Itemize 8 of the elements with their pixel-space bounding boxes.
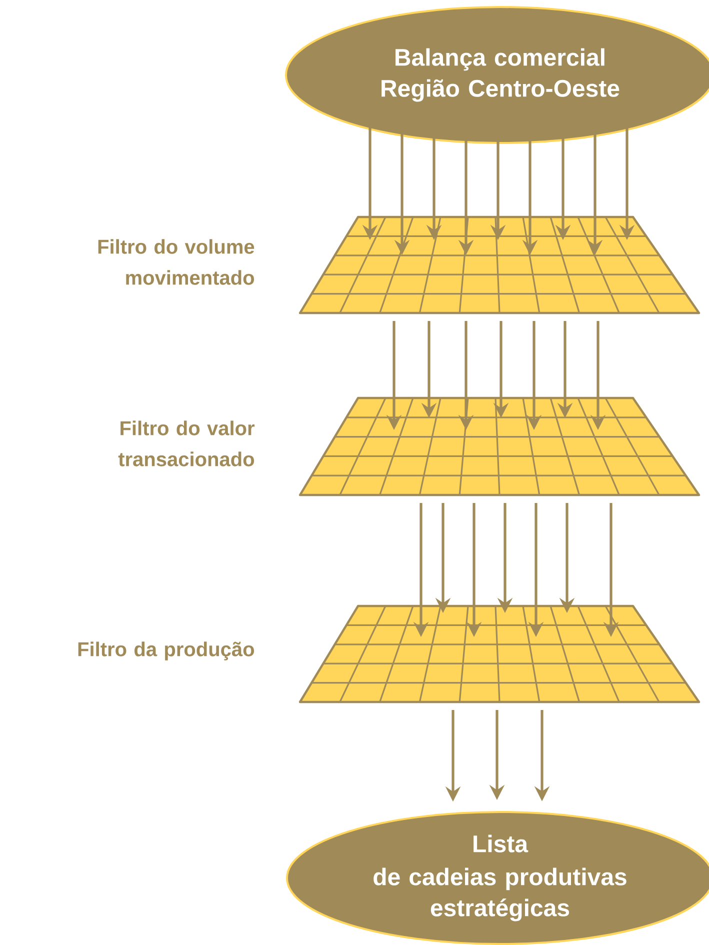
ellipse-node: Lista de cadeias produtivas estratégicas [286, 811, 709, 945]
filter-grid [298, 604, 700, 704]
filter-label: Filtro do volume movimentado [98, 239, 254, 285]
filter-label: Filtro do valor transacionado [118, 420, 254, 466]
ellipse-node: Balança comercial Região Centro-Oeste [285, 6, 709, 144]
filter-grid [298, 396, 700, 496]
filter-label: Filtro da produção [78, 642, 254, 660]
filter-grid [298, 216, 700, 314]
